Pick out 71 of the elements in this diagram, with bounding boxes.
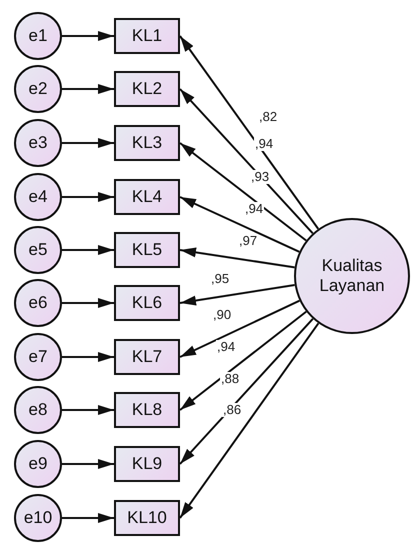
node-label: e1 — [28, 26, 48, 46]
node-label: KL5 — [132, 240, 162, 260]
observed-variable-box — [114, 179, 180, 215]
node-label: KL6 — [132, 292, 162, 314]
node-label: e3 — [28, 132, 48, 154]
observed-variable-box — [114, 446, 180, 482]
node-label: KL8 — [132, 400, 162, 420]
edge-label: ,94 — [254, 137, 274, 151]
error-term-circle — [14, 226, 62, 274]
arrow — [180, 196, 300, 253]
observed-variable-box — [114, 392, 180, 428]
edge-label: ,97 — [238, 234, 258, 248]
arrow — [180, 284, 295, 306]
arrow — [62, 513, 114, 523]
arrow — [179, 88, 314, 234]
observed-variable-box — [114, 285, 180, 321]
node-label: e5 — [28, 240, 48, 260]
node-label: KL9 — [132, 454, 162, 474]
arrow — [62, 31, 114, 41]
arrow — [62, 459, 114, 469]
observed-variable-box — [114, 232, 180, 268]
error-term-circle — [14, 440, 62, 488]
node-label: KL1 — [132, 26, 162, 46]
error-term-circle — [14, 386, 62, 434]
error-term-circle — [14, 12, 62, 60]
edge-label: ,95 — [210, 272, 230, 286]
node-label: e9 — [28, 454, 48, 474]
node-label: e4 — [28, 186, 48, 208]
arrow — [180, 300, 300, 358]
node-label: KL3 — [132, 132, 162, 154]
error-term-circle — [14, 494, 62, 542]
node-label: e8 — [28, 400, 48, 420]
observed-variable-box — [114, 500, 180, 536]
arrow — [179, 35, 320, 230]
error-term-circle — [14, 65, 62, 113]
node-label: e10 — [24, 508, 52, 528]
node-label: e2 — [28, 78, 48, 100]
edge-label: ,93 — [250, 170, 270, 184]
arrow — [62, 192, 114, 202]
node-label: KL10 — [127, 508, 167, 528]
arrow — [62, 298, 114, 308]
arrow — [62, 405, 114, 415]
edge-label: ,94 — [216, 340, 236, 354]
edge-label: ,88 — [220, 372, 240, 386]
error-term-circle — [14, 333, 62, 381]
arrow — [62, 352, 114, 362]
arrow — [62, 84, 114, 94]
observed-variable-box — [114, 18, 180, 54]
arrow — [179, 322, 320, 519]
edge-label: ,90 — [212, 308, 232, 322]
observed-variable-box — [114, 125, 180, 161]
node-label: KL2 — [132, 78, 162, 100]
arrow — [180, 247, 295, 268]
node-label: e7 — [28, 346, 48, 368]
error-term-circle — [14, 173, 62, 221]
arrow — [62, 245, 114, 255]
node-label: e6 — [28, 292, 48, 314]
node-label: KL7 — [132, 346, 162, 368]
observed-variable-box — [114, 339, 180, 375]
edge-label: ,82 — [258, 110, 278, 124]
error-term-circle — [14, 119, 62, 167]
arrow — [179, 310, 307, 411]
observed-variable-box — [114, 71, 180, 107]
node-label: KL4 — [132, 186, 162, 208]
arrow — [179, 318, 314, 465]
edge-label: ,86 — [222, 403, 242, 417]
arrow — [179, 142, 307, 242]
error-term-circle — [14, 279, 62, 327]
node-label: Kualitas Layanan — [318, 256, 386, 296]
edge-label: ,94 — [244, 202, 264, 216]
arrow — [62, 138, 114, 148]
